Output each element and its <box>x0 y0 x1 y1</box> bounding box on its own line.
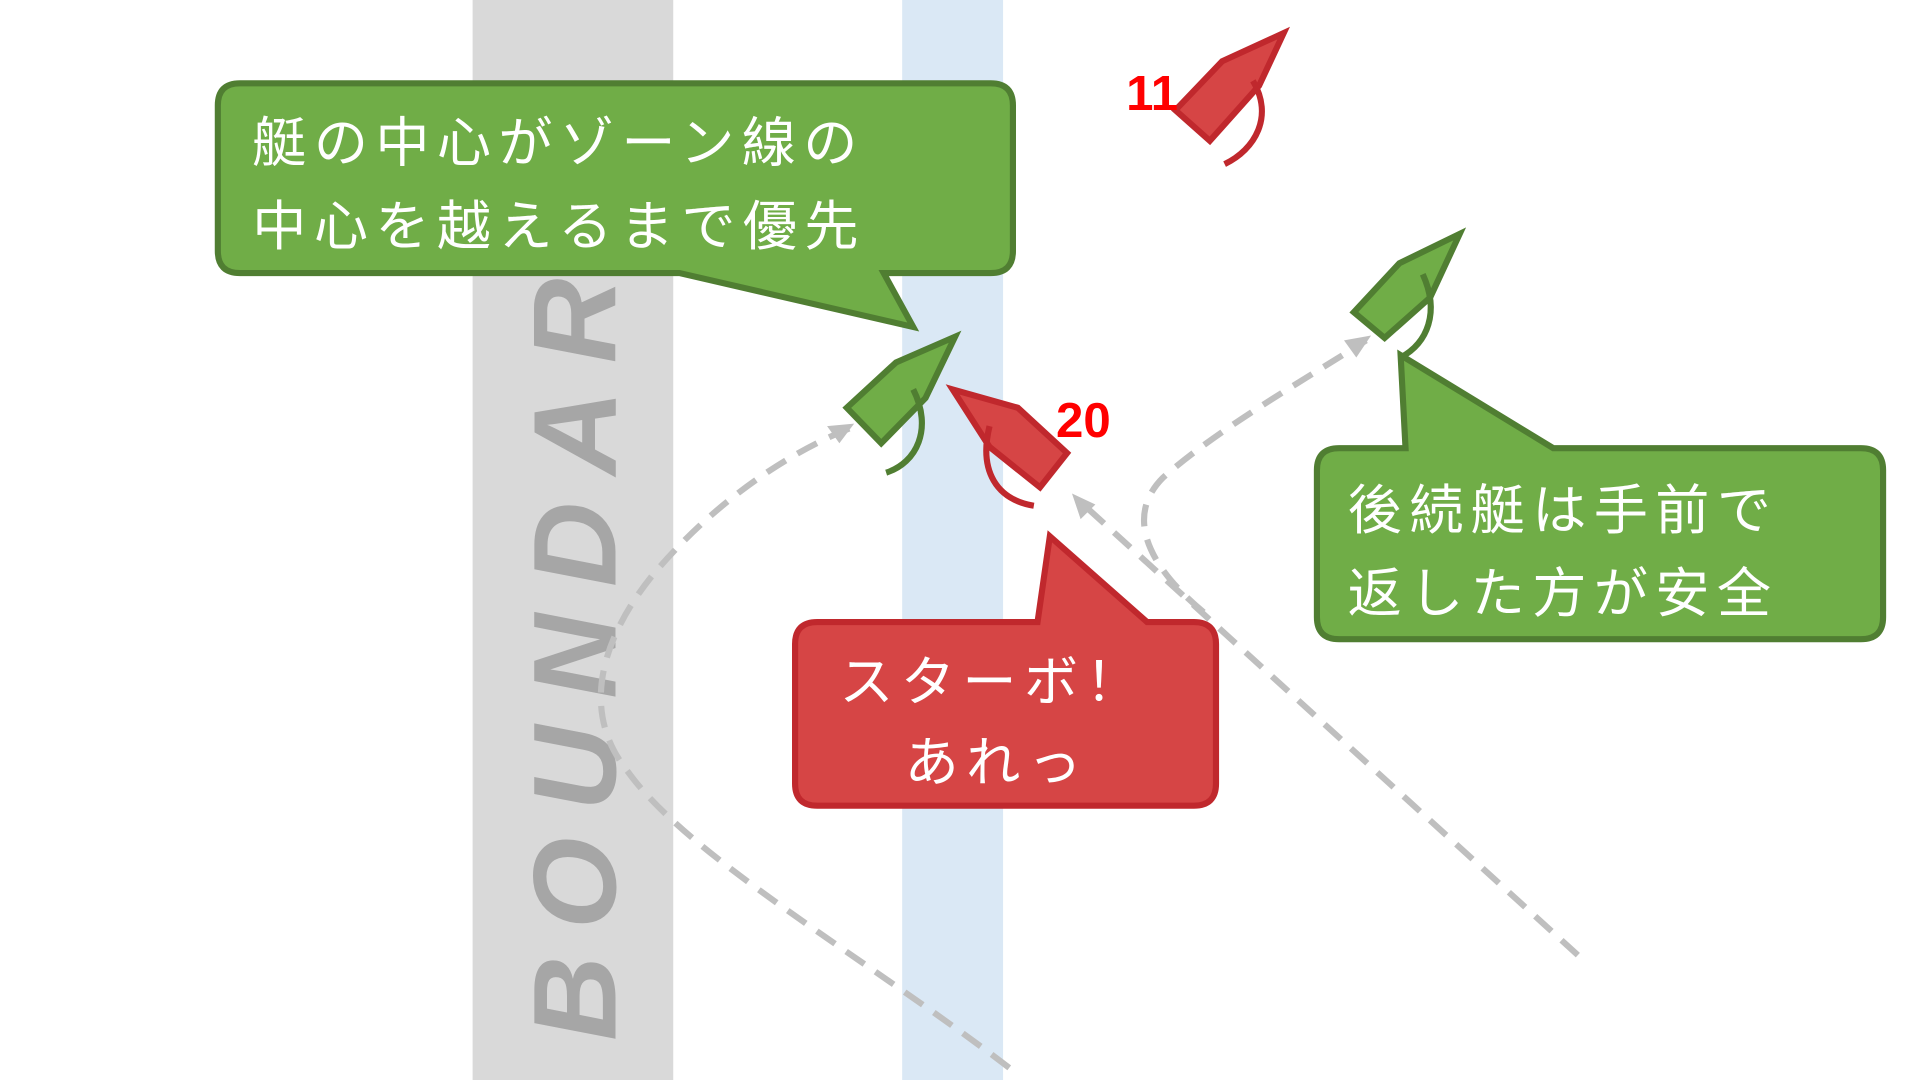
callout-text: 後続艇は手前で <box>1348 479 1779 542</box>
arrowhead <box>1344 335 1372 358</box>
arrowhead <box>827 423 855 444</box>
callout-text: あれっ <box>905 731 1090 794</box>
boat-green-follow <box>1349 227 1467 361</box>
boat-number: 11 <box>1126 67 1178 121</box>
callout-starboard: スターボ！ あれっ <box>792 530 1220 809</box>
boat-green-lead <box>842 330 962 476</box>
arrowhead <box>1072 493 1096 520</box>
callout-text: 中心を越えるまで優先 <box>252 195 866 258</box>
boat-number: 20 <box>1056 394 1111 448</box>
boundary-label: BOUNDARY <box>508 148 640 1041</box>
callout-text: 艇の中心がゾーン線の <box>252 112 865 175</box>
boat-red-20: 20 <box>945 384 1111 509</box>
callout-text: 返した方が安全 <box>1348 562 1779 625</box>
callout-text: スターボ！ <box>839 651 1147 714</box>
track-green-lead <box>597 425 1012 1071</box>
boat-red-11: 11 <box>1126 26 1291 167</box>
track-red-20 <box>1078 499 1580 958</box>
track-green-follow <box>1140 337 1368 615</box>
callout-follower: 後続艇は手前で 返した方が安全 <box>1313 349 1887 643</box>
callout-priority: 艇の中心がゾーン線の 中心を越えるまで優先 <box>214 80 1016 332</box>
